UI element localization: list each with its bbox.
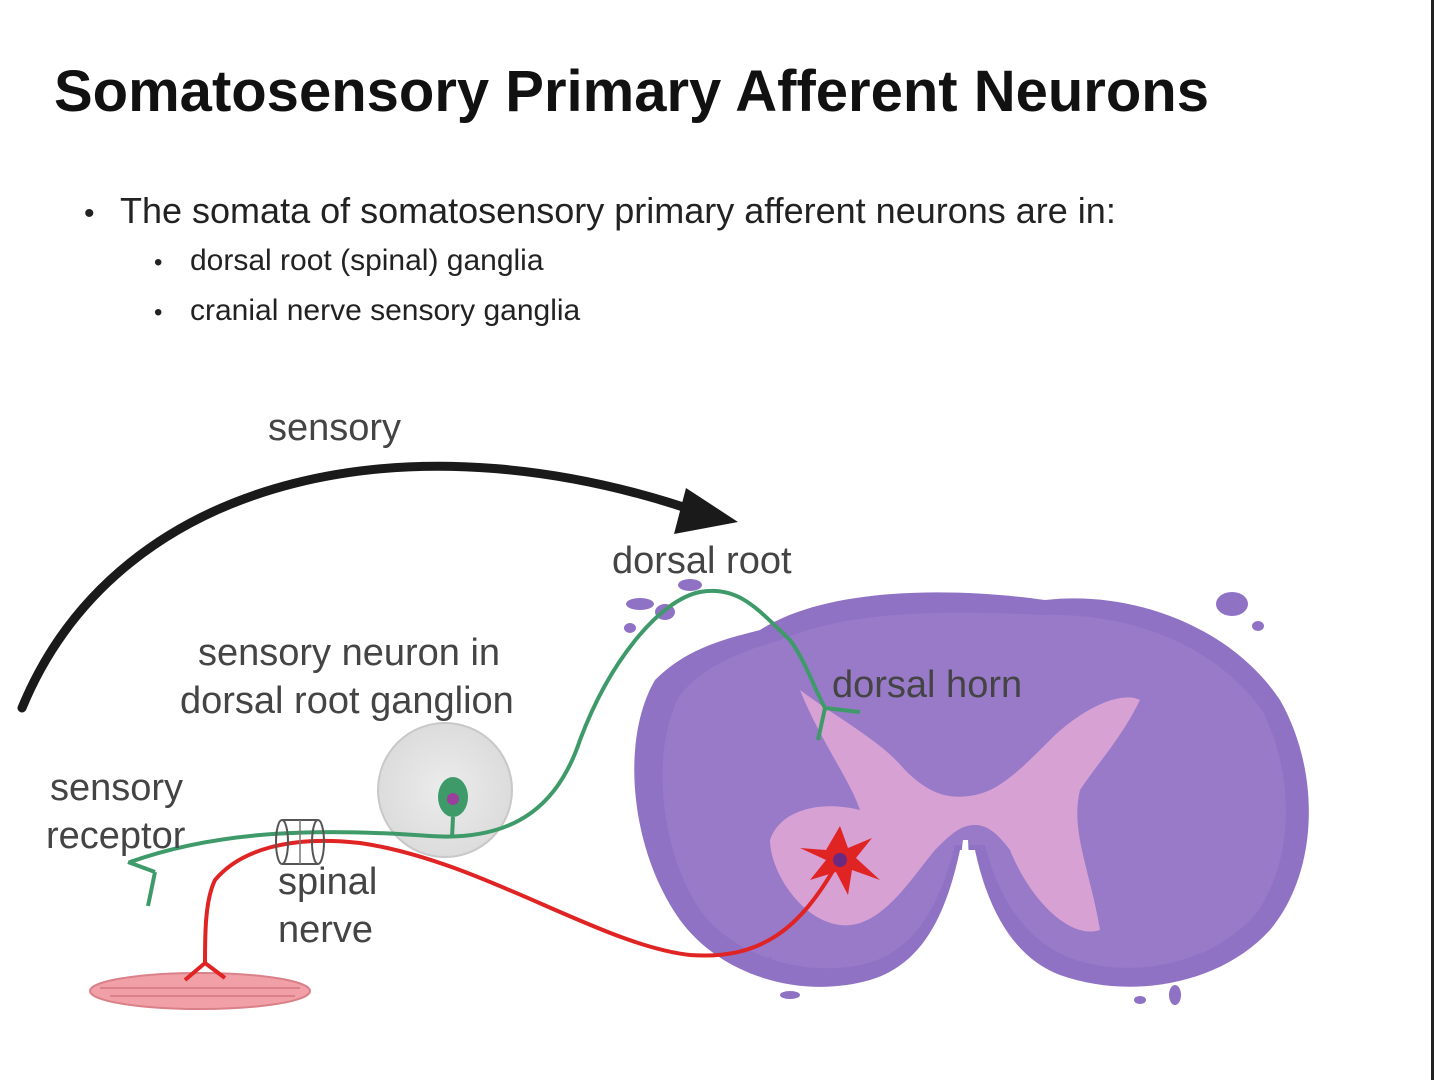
label-spinal-nerve-line1: spinal: [278, 861, 377, 903]
muscle: [89, 972, 311, 1010]
label-dorsal-root: dorsal root: [612, 540, 792, 582]
bullet-marker: •: [84, 197, 95, 230]
sub-bullet-list: • dorsal root (spinal) ganglia • cranial…: [154, 244, 1116, 328]
bullet-list: • The somata of somatosensory primary af…: [84, 190, 1116, 344]
bullet-marker: •: [154, 249, 163, 276]
label-dorsal-horn: dorsal horn: [832, 664, 1022, 706]
bullet-main: • The somata of somatosensory primary af…: [84, 190, 1116, 232]
bullet-main-text: The somata of somatosensory primary affe…: [120, 190, 1116, 231]
bullet-marker: •: [154, 299, 163, 326]
label-sensory-neuron-line1: sensory neuron in: [198, 632, 500, 674]
arrowhead-icon: [674, 488, 738, 534]
sub-bullet-text: cranial nerve sensory ganglia: [190, 294, 581, 327]
label-sensory-receptor-line1: sensory: [50, 767, 183, 809]
slide-title: Somatosensory Primary Afferent Neurons: [54, 59, 1209, 124]
label-spinal-nerve-line2: nerve: [278, 909, 373, 951]
sub-bullet: • cranial nerve sensory ganglia: [154, 294, 1116, 328]
label-sensory-neuron-line2: dorsal root ganglion: [180, 680, 514, 722]
spinal-nerve-sheath: [275, 819, 325, 865]
spinal-cord-cross-section: [624, 579, 1309, 1005]
sub-bullet-text: dorsal root (spinal) ganglia: [190, 244, 544, 277]
label-sensory-receptor-line2: receptor: [46, 815, 186, 857]
sensory-direction-arrow: [17, 461, 720, 713]
label-sensory-arrow: sensory: [268, 407, 401, 449]
motor-neuron: [183, 826, 880, 982]
sub-bullet: • dorsal root (spinal) ganglia: [154, 244, 1116, 278]
slide-right-border: [1431, 0, 1434, 1080]
